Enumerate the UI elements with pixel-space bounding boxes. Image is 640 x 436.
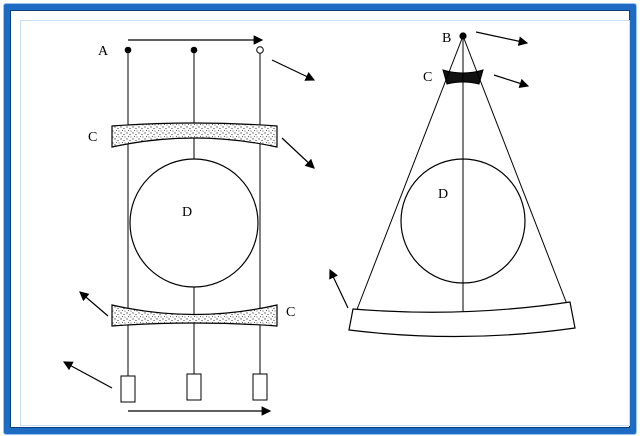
frame-inner-border (20, 20, 630, 426)
curved-detector-array (348, 301, 576, 338)
fan-ray-left (355, 35, 464, 313)
label-b: B (442, 31, 451, 46)
pointer-arrow-7 (329, 268, 349, 309)
parallel-beam-figure: A C D C (62, 35, 316, 416)
pointer-arrow-6 (493, 74, 530, 88)
attenuator-top (111, 122, 278, 148)
pointer-arrow-3 (79, 291, 109, 317)
detector-right (252, 373, 268, 401)
fan-ray-right (462, 35, 571, 313)
fan-beam-figure: B C D (329, 31, 576, 338)
detector-middle (186, 373, 202, 401)
label-d-left: D (182, 205, 192, 220)
blue-frame (4, 4, 636, 434)
pointer-arrow-2 (281, 137, 315, 169)
source-point-a (124, 46, 132, 54)
label-c-right: C (423, 70, 432, 85)
attenuator-bottom (111, 304, 278, 327)
object-circle-left (129, 158, 259, 288)
label-c-top-left: C (88, 130, 97, 145)
source-point-middle (190, 46, 198, 54)
label-a: A (98, 44, 109, 59)
label-d-right: D (438, 187, 448, 202)
label-c-bottom-left: C (286, 305, 295, 320)
detector-left (120, 375, 136, 403)
pointer-arrow-4 (62, 361, 113, 389)
source-point-open (256, 46, 264, 54)
pointer-arrow-5 (475, 31, 529, 46)
pointer-arrow-1 (271, 59, 316, 81)
